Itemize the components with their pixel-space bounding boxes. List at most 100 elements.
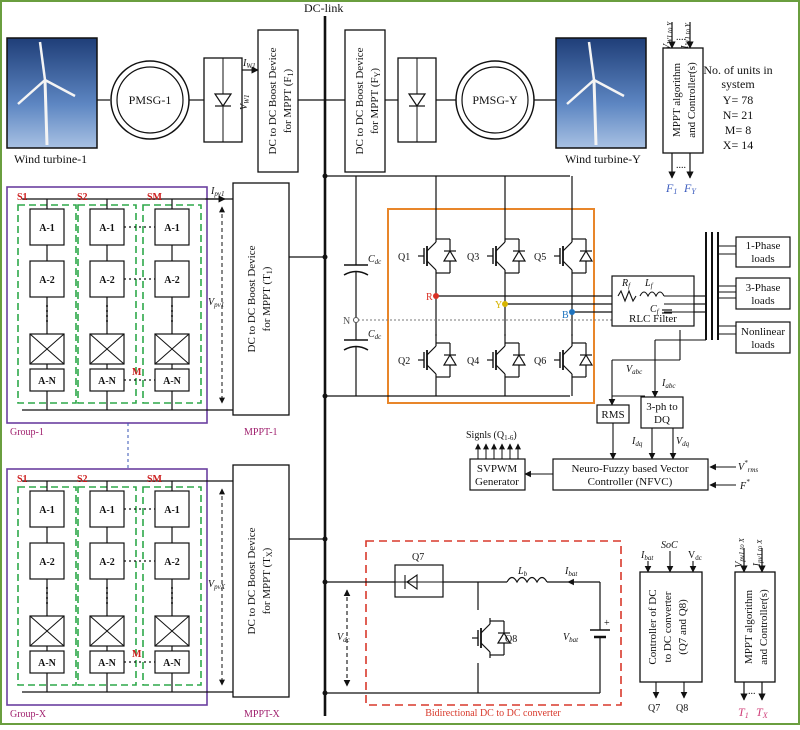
- pv-module-label: A-2: [99, 557, 115, 568]
- svg-text:M= 8: M= 8: [725, 123, 751, 137]
- svg-text:....: ....: [676, 160, 686, 171]
- pv-module: [89, 260, 125, 298]
- switch-label: Q6: [534, 356, 546, 367]
- pv-module-label: A-1: [164, 505, 180, 516]
- string-label: S2: [77, 192, 88, 203]
- svg-text:X= 14: X= 14: [723, 138, 753, 152]
- pv-module-label: A-1: [164, 223, 180, 234]
- pv-module: [29, 650, 65, 674]
- phase-b-node: [569, 309, 575, 315]
- pv-group-x: S1A-1A-2A-NS2A-1A-2A-NSMA-1A-2A-NMGroup-…: [6, 464, 328, 720]
- svg-text:DC to DC Boost Device: DC to DC Boost Device: [246, 245, 258, 352]
- pv-module: [29, 260, 65, 298]
- mppt-label: MPPT-X: [244, 709, 281, 720]
- pv-mppt-controller: Vpv1 to X Ipv1 to X MPPT algorithm and C…: [734, 538, 776, 720]
- wind-turbine-1: Wind turbine-1: [6, 37, 98, 166]
- q7-switch: Q7: [394, 552, 507, 598]
- lb-inductor: Lb Ibat: [506, 566, 600, 586]
- pv-module: [154, 208, 190, 246]
- switch-label: Q4: [467, 356, 479, 367]
- boost-device-fy: DC to DC Boost Device for MPPT (FY): [344, 29, 386, 173]
- svg-text:Q7: Q7: [412, 552, 424, 563]
- svg-text:SVPWM: SVPWM: [477, 463, 518, 475]
- bidirectional-converter: Bidirectional DC to DC converter Vdc Q7 …: [322, 540, 622, 719]
- pv-module: [29, 208, 65, 246]
- svg-text:3-Phase: 3-Phase: [746, 282, 781, 294]
- group-label: Group-1: [10, 427, 44, 438]
- pv-module-label: A-1: [99, 223, 115, 234]
- svg-text:Q8: Q8: [505, 634, 517, 645]
- string-label: S1: [17, 474, 28, 485]
- svg-text:(Q7 and Q8): (Q7 and Q8): [677, 599, 689, 655]
- svg-text:DC to DC Boost Device: DC to DC Boost Device: [354, 47, 366, 154]
- pv-module-label: A-2: [39, 275, 55, 286]
- mppt-label: MPPT-1: [244, 427, 278, 438]
- rectifier-1: [203, 57, 243, 143]
- svg-text:for MPPT (TX): for MPPT (TX): [261, 547, 274, 614]
- svg-text:...: ...: [748, 686, 756, 697]
- control-chain: Vabc Iabc RMS 3-ph to DQ Idq Vdq Neuro-F…: [466, 330, 758, 492]
- wind-turbine-y: Wind turbine-Y: [555, 37, 647, 166]
- pv-module-label: A-N: [98, 376, 117, 387]
- pv-module-label: A-2: [99, 275, 115, 286]
- pmsg-1-label: PMSG-1: [129, 93, 172, 107]
- pv-module-label: A-2: [39, 557, 55, 568]
- switch-label: Q2: [398, 356, 410, 367]
- phase-r-node: [433, 293, 439, 299]
- pv-module-label: A-1: [99, 505, 115, 516]
- battery: + Vbat: [563, 582, 610, 693]
- svg-text:Iabc: Iabc: [661, 378, 676, 390]
- svg-text:loads: loads: [751, 253, 774, 265]
- svg-text:DC to DC Boost Device: DC to DC Boost Device: [246, 527, 258, 634]
- svg-text:DC to DC Boost Device: DC to DC Boost Device: [267, 47, 279, 154]
- svg-text:Vdc: Vdc: [337, 632, 351, 644]
- svg-text:V*rms: V*rms: [738, 459, 758, 474]
- svg-text:Idq: Idq: [631, 436, 643, 448]
- svg-text:loads: loads: [751, 339, 774, 351]
- pv-module-label: A-2: [164, 275, 180, 286]
- pv-module: [154, 490, 190, 528]
- svg-text:Controller (NFVC): Controller (NFVC): [588, 476, 673, 488]
- pv-group-1: S1A-1A-2A-NS2A-1A-2A-NSMA-1A-2A-NMGroup-…: [6, 182, 328, 438]
- svg-text:RLC Filter: RLC Filter: [629, 313, 677, 325]
- svg-text:TX: TX: [756, 705, 769, 720]
- string-label: SM: [147, 192, 163, 203]
- svg-text:Ibat: Ibat: [640, 550, 654, 562]
- pmsg-y-label: PMSG-Y: [472, 93, 518, 107]
- i-w1-label: IW1: [242, 58, 256, 70]
- igbt-switch: Q6: [534, 334, 593, 386]
- string-label: S1: [17, 192, 28, 203]
- switch-label: Q1: [398, 252, 410, 263]
- switch-label: Q5: [534, 252, 546, 263]
- one-phase-loads: 1-Phase loads: [718, 236, 791, 268]
- pv-voltage-label: VpvX: [208, 579, 226, 591]
- svg-text:Controller of DC: Controller of DC: [647, 589, 659, 664]
- string-label: SM: [147, 474, 163, 485]
- m-label: M: [132, 649, 142, 660]
- svg-text:Cdc: Cdc: [368, 254, 382, 266]
- pv-module-label: A-N: [38, 658, 57, 669]
- svg-text:Vdq: Vdq: [676, 436, 690, 448]
- svg-text:T1: T1: [738, 705, 749, 720]
- v-w1-label: VW1: [239, 95, 251, 110]
- ac-bus: [694, 232, 719, 340]
- svg-text:for MPPT (F1): for MPPT (F1): [282, 69, 295, 134]
- dc-link-capacitors: Cdc Cdc N: [325, 175, 382, 397]
- group-label: Group-X: [10, 709, 47, 720]
- svg-text:Rf: Rf: [621, 278, 631, 290]
- igbt-switch: Q5: [534, 230, 593, 282]
- svg-text:Y= 78: Y= 78: [723, 93, 753, 107]
- pv-boost-device: [232, 464, 290, 698]
- svpwm-generator-block: [469, 458, 526, 491]
- three-phase-loads: 3-Phase loads: [718, 277, 791, 310]
- svg-text:Ipv1 to X: Ipv1 to X: [752, 539, 764, 567]
- pmsg-y-generator: PMSG-Y: [455, 60, 535, 140]
- svg-text:R: R: [426, 292, 433, 303]
- m-label: M: [132, 367, 142, 378]
- pv-module: [29, 490, 65, 528]
- svg-text:and Controller(s): and Controller(s): [758, 589, 770, 665]
- svg-text:and Controller(s): and Controller(s): [686, 62, 698, 138]
